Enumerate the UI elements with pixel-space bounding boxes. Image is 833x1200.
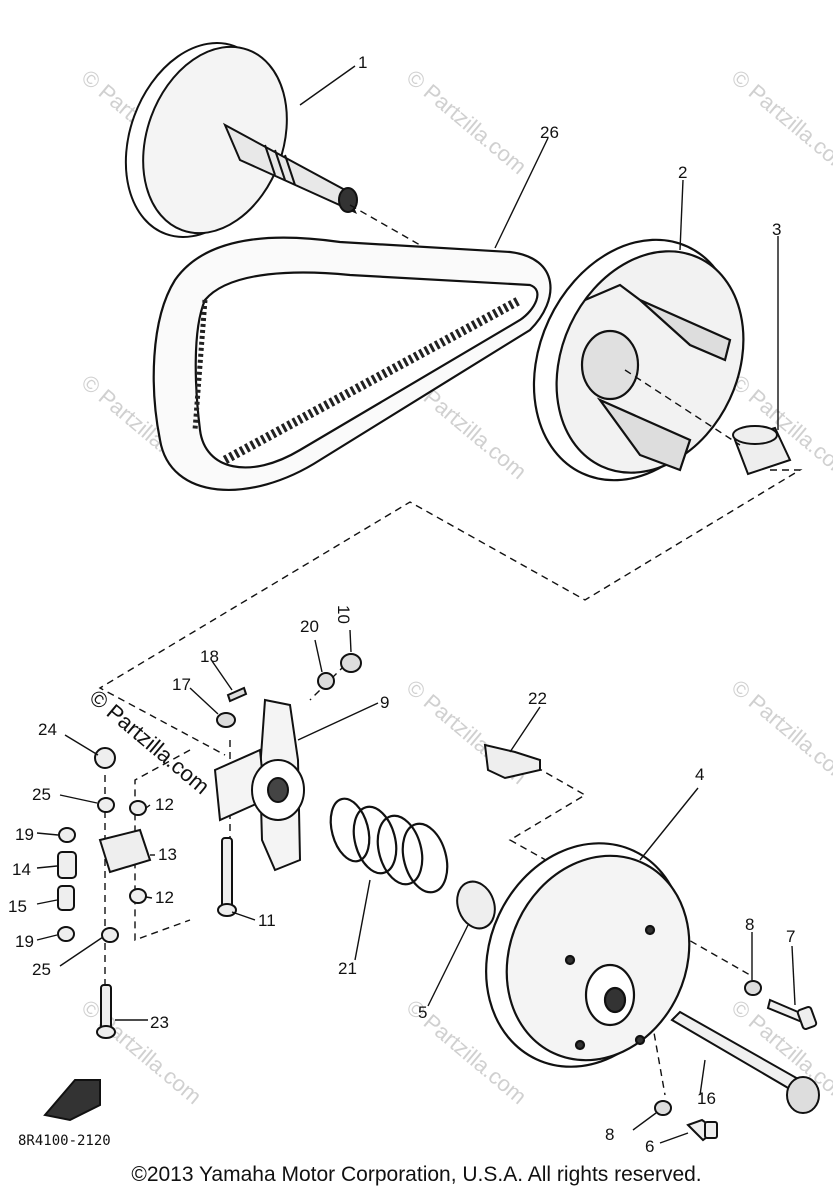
callout-24: 24 xyxy=(38,720,57,739)
part-25-upper xyxy=(97,797,115,813)
watermark: © Partzilla.com xyxy=(727,675,833,789)
bolt-6 xyxy=(686,1118,718,1142)
callout-12a: 12 xyxy=(155,795,174,814)
part-18 xyxy=(226,686,248,703)
callout-7: 7 xyxy=(786,927,795,946)
callout-labels: 1 26 2 3 10 20 18 17 9 22 24 4 25 12 19 … xyxy=(8,53,795,1156)
callout-15: 15 xyxy=(8,897,27,916)
callout-26: 26 xyxy=(540,123,559,142)
cover-bushing xyxy=(456,880,496,930)
watermark: © Partzilla.com xyxy=(727,65,833,179)
part-24 xyxy=(94,747,116,769)
callout-18: 18 xyxy=(200,647,219,666)
spring xyxy=(329,797,449,894)
callout-4: 4 xyxy=(695,765,704,784)
callout-12b: 12 xyxy=(155,888,174,907)
small-parts xyxy=(216,653,362,728)
parts-diagram: © Partzilla.com © Partzilla.com © Partzi… xyxy=(8,42,833,1156)
weight-lever xyxy=(483,743,541,780)
callout-11: 11 xyxy=(258,911,276,930)
callout-8b: 8 xyxy=(605,1125,614,1144)
callout-25a: 25 xyxy=(32,785,51,804)
callout-17: 17 xyxy=(172,675,191,694)
primary-sheave xyxy=(124,42,358,238)
callout-23: 23 xyxy=(150,1013,169,1032)
callout-3: 3 xyxy=(772,220,781,239)
part-17 xyxy=(216,712,236,728)
callout-25b: 25 xyxy=(32,960,51,979)
spider-hub xyxy=(213,698,305,872)
part-12-lower xyxy=(129,888,147,904)
watermark: © Partzilla.com xyxy=(402,65,532,179)
callout-13: 13 xyxy=(158,845,177,864)
callout-10: 10 xyxy=(334,605,353,624)
callout-14: 14 xyxy=(12,860,31,879)
part-19-upper xyxy=(58,827,76,843)
part-number: 8R4100-2120 xyxy=(18,1133,111,1149)
part-19-lower xyxy=(57,926,75,942)
callout-21: 21 xyxy=(338,959,357,978)
leader-lines xyxy=(36,65,796,1144)
copyright-notice: ©2013 Yamaha Motor Corporation, U.S.A. A… xyxy=(131,1163,702,1186)
part-20 xyxy=(317,672,335,690)
bolt-7 xyxy=(766,998,818,1030)
sheave-cover xyxy=(485,842,691,1068)
roller-assembly xyxy=(57,747,152,1039)
part-13 xyxy=(98,828,152,874)
long-bolt xyxy=(670,1010,820,1114)
pin-11 xyxy=(217,837,237,917)
nut-8-lower xyxy=(654,1100,672,1116)
nut-8-upper xyxy=(744,980,762,996)
callout-19b: 19 xyxy=(15,932,34,951)
callout-5: 5 xyxy=(418,1003,427,1022)
drive-belt xyxy=(152,236,552,491)
part-23 xyxy=(100,984,112,1031)
callout-9: 9 xyxy=(380,693,389,712)
part-14 xyxy=(57,851,77,879)
callout-20: 20 xyxy=(300,617,319,636)
front-arrow-icon xyxy=(43,1079,101,1122)
callout-22: 22 xyxy=(528,689,547,708)
callout-16: 16 xyxy=(697,1089,716,1108)
callout-1: 1 xyxy=(358,53,367,72)
watermark-dark: © Partzilla.com xyxy=(85,685,215,799)
callout-8a: 8 xyxy=(745,915,754,934)
part-10 xyxy=(340,653,362,673)
callout-6: 6 xyxy=(645,1137,654,1156)
secondary-sheave xyxy=(532,238,745,482)
bushing xyxy=(732,425,792,476)
callout-2: 2 xyxy=(678,163,687,182)
callout-19a: 19 xyxy=(15,825,34,844)
part-15 xyxy=(57,885,75,911)
part-25-lower xyxy=(101,927,119,943)
part-12-upper xyxy=(129,800,147,816)
